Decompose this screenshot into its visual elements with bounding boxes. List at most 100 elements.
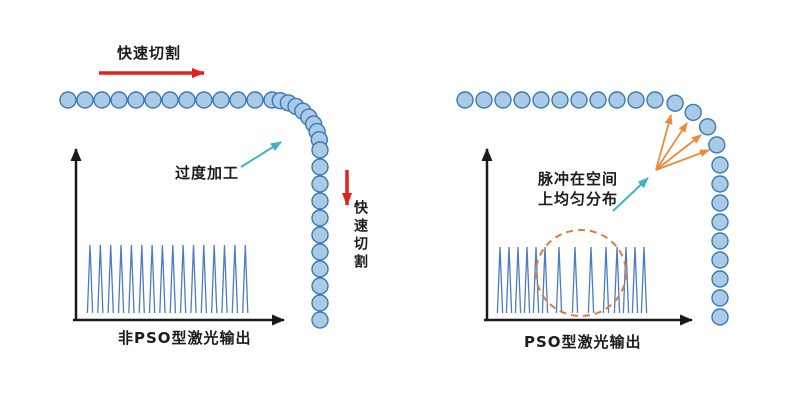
laser-pulse — [210, 244, 218, 314]
laser-spot — [311, 260, 329, 278]
laser-pulse — [631, 246, 639, 314]
left-pulse-train — [86, 244, 249, 314]
laser-spot — [708, 136, 726, 154]
laser-pulse — [190, 244, 197, 314]
laser-spot — [127, 91, 145, 109]
laser-pulse — [602, 246, 610, 314]
laser-pulse — [169, 244, 177, 314]
laser-spot — [711, 194, 729, 212]
laser-spot — [76, 91, 94, 109]
laser-spot — [195, 91, 213, 109]
laser-spot — [311, 243, 329, 261]
left-axis-caption: 非PSO型激光输出 — [118, 329, 252, 347]
laser-pulse — [622, 246, 630, 314]
laser-pulse — [523, 246, 531, 314]
laser-spot — [711, 289, 729, 307]
laser-pulse — [231, 244, 239, 314]
laser-pulse — [159, 244, 166, 314]
laser-spot — [311, 277, 329, 295]
laser-spot — [589, 91, 607, 109]
laser-spot — [311, 175, 329, 193]
uniform-pulse-pointer-arrow-icon — [612, 177, 649, 212]
laser-spot — [684, 103, 702, 122]
laser-pulse — [496, 246, 504, 314]
left-panel — [59, 68, 352, 329]
laser-pulse — [138, 244, 145, 314]
right-pulse-train — [496, 246, 648, 314]
laser-spot — [698, 118, 717, 136]
fan-arrow-2-icon — [655, 122, 688, 171]
laser-spot — [711, 175, 729, 193]
laser-spot — [551, 91, 569, 109]
laser-pulse — [179, 244, 187, 314]
left-axis — [70, 148, 285, 326]
laser-pulse — [640, 246, 648, 314]
laser-pulse — [128, 244, 135, 314]
laser-spot — [110, 91, 128, 109]
laser-spot — [311, 294, 329, 312]
right-panel — [456, 91, 729, 326]
laser-spot — [711, 308, 729, 326]
laser-spot — [570, 91, 588, 109]
uniform-region-highlight-circle — [535, 229, 627, 317]
left-side-fast-cut-label: 快速切割 — [352, 200, 368, 272]
laser-spot — [161, 91, 179, 109]
laser-spot — [532, 91, 550, 109]
laser-spot — [646, 91, 664, 109]
laser-spot — [666, 94, 684, 112]
laser-spot — [711, 232, 729, 250]
laser-spot — [494, 91, 512, 109]
laser-spot — [311, 141, 329, 159]
laser-spot — [311, 209, 329, 227]
laser-pulse — [613, 246, 621, 314]
laser-spot — [627, 91, 645, 109]
laser-spot — [311, 311, 329, 329]
laser-spot — [246, 91, 264, 109]
laser-spot — [475, 91, 493, 109]
left-overcut-label: 过度加工 — [175, 164, 240, 182]
laser-spot — [212, 91, 230, 109]
laser-pulse — [148, 244, 156, 314]
laser-spot — [59, 91, 77, 109]
fan-arrow-1-icon — [655, 114, 673, 171]
laser-pulse — [97, 244, 104, 314]
laser-pulse — [107, 244, 114, 314]
laser-spot — [93, 91, 111, 109]
laser-pulse — [117, 244, 125, 314]
laser-spot — [711, 270, 729, 288]
right-annotation-line2: 上均匀分布 — [538, 190, 619, 208]
laser-pulse — [200, 244, 208, 314]
laser-spot — [229, 91, 247, 109]
left-laser-spot-trail — [59, 91, 329, 329]
laser-pulse — [587, 246, 595, 314]
fan-arrow-3-icon — [655, 134, 702, 171]
laser-pulse — [514, 246, 522, 314]
laser-spot — [711, 251, 729, 269]
laser-spot — [711, 156, 729, 174]
fan-arrow-4-icon — [655, 149, 710, 171]
laser-pulse — [571, 246, 579, 314]
left-fast-cut-label: 快速切割 — [117, 44, 182, 62]
laser-pulse — [86, 244, 94, 314]
laser-pulse — [541, 246, 549, 314]
laser-spot — [311, 192, 329, 210]
laser-spot — [311, 158, 329, 176]
laser-spot — [311, 226, 329, 244]
laser-pulse — [532, 246, 540, 314]
laser-spot — [608, 91, 626, 109]
right-axis-caption: PSO型激光输出 — [524, 333, 642, 351]
laser-pulse — [555, 246, 563, 314]
right-laser-spot-trail — [456, 91, 729, 326]
right-annotation-line1: 脉冲在空间 — [538, 170, 619, 188]
laser-pulse — [505, 246, 513, 314]
laser-spot — [456, 91, 474, 109]
pulse-fan-arrows — [655, 114, 710, 171]
laser-spot — [144, 91, 162, 109]
laser-spot — [513, 91, 531, 109]
overcut-pointer-arrow-icon — [240, 141, 282, 168]
laser-spot — [711, 213, 729, 231]
laser-pulse — [242, 244, 249, 314]
laser-spot — [178, 91, 196, 109]
